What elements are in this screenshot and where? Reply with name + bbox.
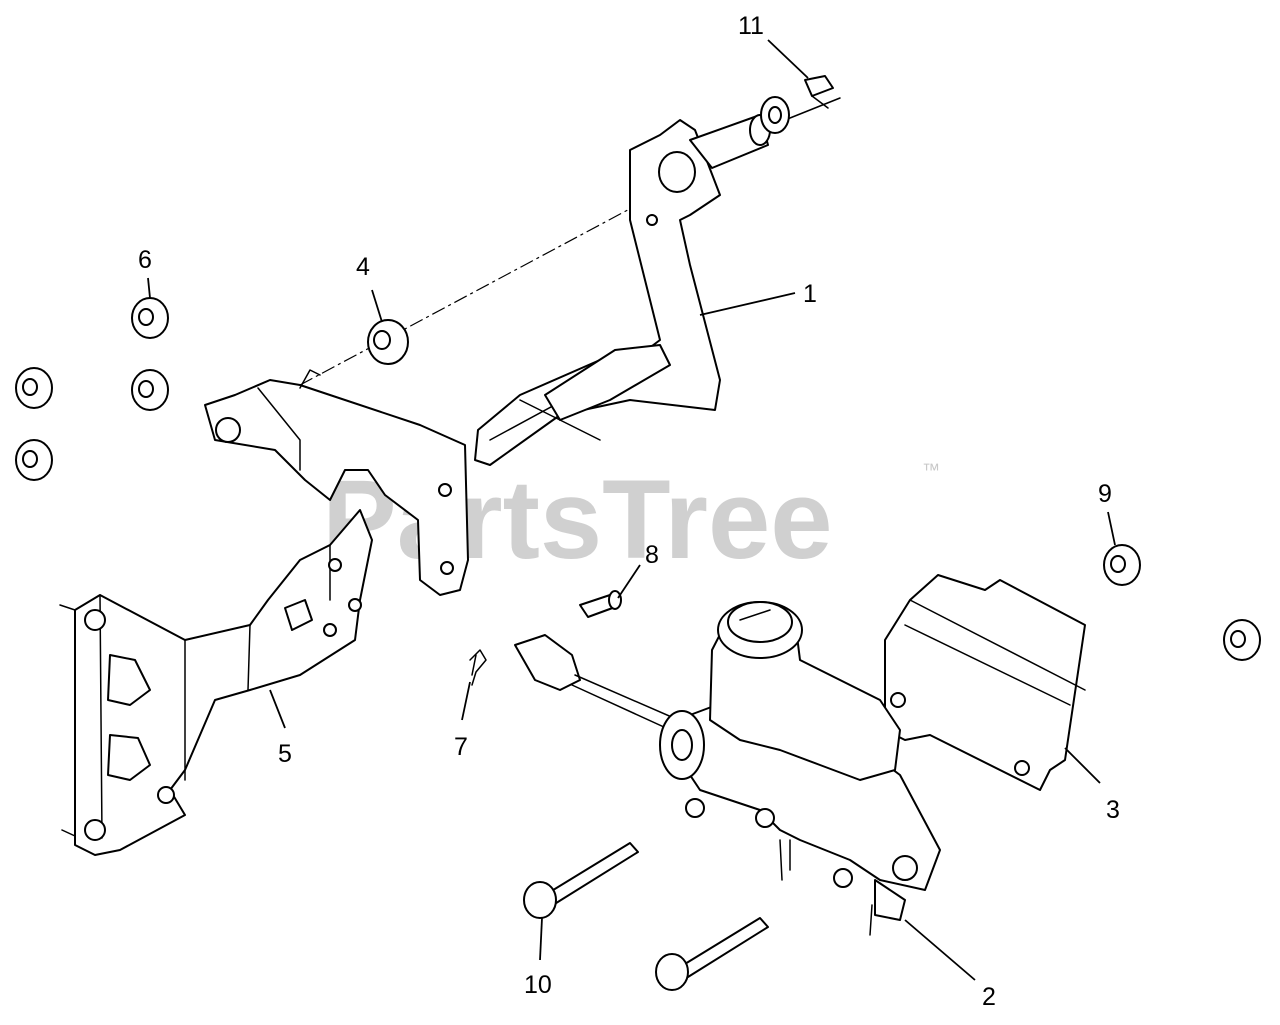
callout-7: 7 [454, 733, 468, 761]
leader-7 [461, 681, 471, 721]
part-10-bolts[interactable] [523, 842, 769, 991]
part-7-cotter-pin[interactable] [469, 649, 487, 686]
callout-8: 8 [645, 541, 659, 569]
nut-9b[interactable] [1223, 619, 1261, 661]
leader-3 [1064, 747, 1101, 784]
callout-9: 9 [1098, 480, 1112, 508]
part-3-shield-plate[interactable] [884, 574, 1086, 791]
nut-9a[interactable] [1103, 544, 1141, 586]
part-8-pin[interactable] [579, 590, 622, 618]
bolt-10b[interactable] [655, 917, 769, 991]
leader-9 [1107, 511, 1116, 546]
callout-11: 11 [738, 12, 764, 40]
leader-lines [147, 39, 1116, 981]
callout-6: 6 [138, 246, 152, 274]
part-5-mounting-bracket[interactable] [59, 509, 373, 856]
part-4-bushing[interactable] [367, 319, 409, 365]
nut-6d[interactable] [15, 439, 53, 481]
leader-11 [767, 39, 809, 79]
leader-5 [269, 689, 286, 729]
callout-3: 3 [1106, 796, 1120, 824]
leader-8 [617, 564, 641, 599]
part-6-nuts[interactable] [15, 297, 169, 481]
callout-10: 10 [524, 971, 552, 999]
leader-6 [147, 277, 151, 299]
leader-10 [539, 917, 543, 961]
part-11-clip[interactable] [784, 75, 841, 121]
part-2-master-cylinder[interactable] [514, 601, 941, 936]
part-9-nuts[interactable] [1103, 544, 1261, 661]
leader-2 [904, 919, 976, 981]
callout-2: 2 [982, 983, 996, 1011]
callout-5: 5 [278, 740, 292, 768]
callout-labels: 1 2 3 4 5 6 7 8 9 10 11 [138, 12, 1120, 1011]
nut-6b[interactable] [15, 367, 53, 409]
pivot-washer [760, 96, 790, 134]
part-1-brake-pedal[interactable] [474, 114, 771, 466]
callout-1: 1 [803, 280, 817, 308]
nut-6a[interactable] [131, 297, 169, 339]
callout-4: 4 [356, 253, 370, 281]
leader-1 [699, 292, 796, 316]
nut-6c[interactable] [131, 369, 169, 411]
leader-4 [371, 289, 383, 323]
pedal-support-bracket [204, 369, 469, 596]
watermark-trademark: ™ [922, 460, 940, 480]
bolt-10a[interactable] [523, 842, 639, 919]
